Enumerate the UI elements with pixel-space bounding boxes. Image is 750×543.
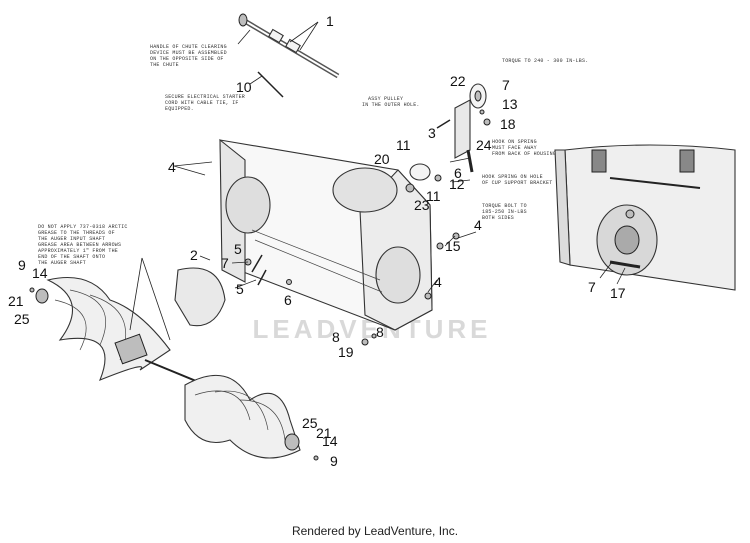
callout: 2: [190, 247, 198, 263]
note-line: IN THE OUTER HOLE.: [362, 102, 420, 108]
callout: 5: [236, 281, 244, 297]
note-line: CORD WITH CABLE TIE, IF: [165, 100, 239, 106]
note-line: GREASE AREA BETWEEN ARROWS: [38, 242, 121, 248]
note-line: THE AUGER SHAFT: [38, 260, 86, 266]
note-line: SECURE ELECTRICAL STARTER: [165, 94, 245, 100]
right-auger: [184, 374, 319, 461]
callout: 9: [330, 453, 338, 469]
auger-housing: [219, 138, 433, 331]
callout: 9: [18, 257, 26, 273]
callout: 12: [449, 176, 465, 192]
note-line: 185-250 IN-LBS: [482, 209, 527, 215]
note-line: APPROXIMATELY 1" FROM THE: [38, 248, 118, 254]
note-line: MUST FACE AWAY: [492, 145, 537, 151]
note-line: ASSY PULLEY: [368, 96, 403, 102]
callout: 17: [610, 285, 626, 301]
callout: 8: [332, 329, 340, 345]
callout: 20: [374, 151, 390, 167]
callout: 25: [14, 311, 30, 327]
callout: 8: [376, 324, 384, 340]
note-line: DEVICE MUST BE ASSEMBLED: [150, 50, 227, 56]
inset-housing-view: [554, 144, 736, 291]
notes: HANDLE OF CHUTE CLEARING DEVICE MUST BE …: [38, 44, 588, 266]
callout: 4: [474, 217, 482, 233]
callout: 11: [396, 137, 411, 153]
note-line: TORQUE BOLT TO: [482, 203, 527, 209]
callout: 10: [236, 79, 252, 95]
note-line: ON THE OPPOSITE SIDE OF: [150, 56, 224, 62]
note-line: EQUIPPED.: [165, 106, 194, 112]
pulley-assembly: [405, 83, 491, 193]
callout: 24: [476, 137, 492, 153]
callout: 21: [316, 425, 332, 441]
callout: 11: [426, 188, 441, 204]
chute-clearing-tool: [238, 13, 340, 79]
callout: 7: [502, 77, 510, 93]
callout: 22: [450, 73, 466, 89]
note-line: HOOK SPRING ON HOLE: [482, 174, 543, 180]
footer-credit: Rendered by LeadVenture, Inc.: [291, 524, 459, 538]
note-line: DO NOT APPLY 737-0318 ARCTIC: [38, 224, 128, 230]
cable-tie: [257, 71, 284, 98]
note-line: BOTH SIDES: [482, 215, 514, 221]
note-line: HANDLE OF CHUTE CLEARING: [150, 44, 227, 50]
callout: 7: [221, 255, 229, 271]
note-line: GREASE TO THE THREADS OF: [38, 230, 115, 236]
callout: 1: [326, 13, 334, 29]
note-line: OF CUP SUPPORT BRACKET: [482, 180, 552, 186]
note-line: THE AUGER INPUT SHAFT: [38, 236, 105, 242]
callout: 25: [302, 415, 318, 431]
callout: 4: [434, 274, 442, 290]
callout: 6: [454, 165, 462, 181]
callout: 18: [500, 116, 516, 132]
callout: 21: [8, 293, 24, 309]
leader-lines: [129, 21, 626, 341]
note-line: TORQUE TO 240 - 300 IN-LBS.: [502, 58, 588, 64]
callout: 13: [502, 96, 518, 112]
note-line: FROM BACK OF HOUSING: [492, 151, 556, 157]
callout: 19: [338, 344, 354, 360]
callout: 6: [284, 292, 292, 308]
callout: 23: [414, 197, 430, 213]
left-auger: [29, 267, 231, 396]
callout: 4: [168, 159, 176, 175]
callout: 14: [32, 265, 48, 281]
callouts: 1 10 22 7 13 18 3 11 20 6 12 24 11 23 4 …: [8, 13, 626, 469]
note-line: THE CHUTE: [150, 62, 179, 68]
note-line: END OF THE SHAFT ONTO: [38, 254, 105, 260]
callout: 14: [322, 433, 338, 449]
callout: 7: [588, 279, 596, 295]
callout: 5: [234, 241, 242, 257]
callout: 15: [445, 238, 461, 254]
hardware-parts: [244, 119, 460, 346]
note-line: HOOK ON SPRING: [492, 139, 537, 145]
callout: 3: [428, 125, 436, 141]
